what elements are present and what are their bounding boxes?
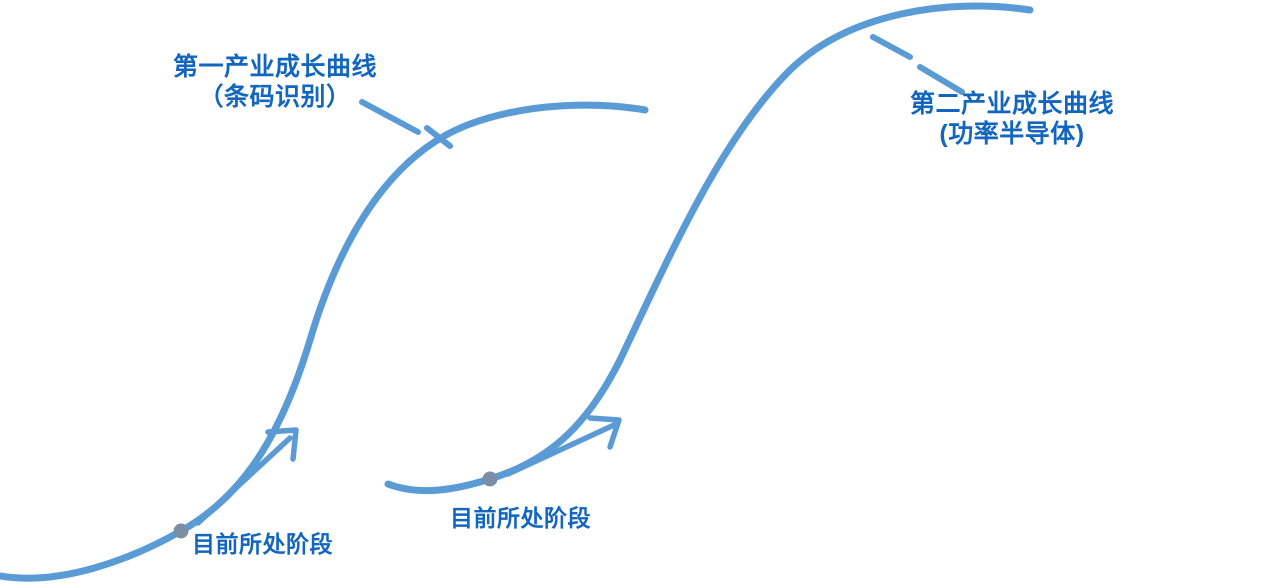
- leader-line-2-segment-a: [870, 34, 913, 60]
- curve-1-label: 第一产业成长曲线 （条码识别）: [130, 53, 420, 112]
- stage-2-label: 目前所处阶段: [450, 505, 591, 531]
- growth-curve-2: [384, 2, 1034, 495]
- curve-2-label-line2: (功率半导体): [939, 119, 1085, 148]
- stage-marker-dot-2: [482, 471, 498, 487]
- stage-marker-dot-1: [173, 523, 189, 539]
- curve-2-label: 第二产业成长曲线 (功率半导体): [872, 90, 1152, 149]
- growth-arrow-1: [195, 427, 299, 526]
- leader-line-1-segment-a: [359, 99, 421, 135]
- growth-curve-1: [0, 101, 649, 582]
- leader-line-2-segment-b: [917, 64, 965, 95]
- curve-2-label-line1: 第二产业成长曲线: [909, 90, 1114, 118]
- growth-arrow-2: [505, 415, 622, 477]
- curve-1-label-line2: （条码识别）: [198, 82, 352, 111]
- stage-1-label: 目前所处阶段: [192, 531, 333, 557]
- curve-1-label-line1: 第一产业成长曲线: [172, 53, 377, 81]
- leader-line-1-segment-b: [424, 125, 453, 149]
